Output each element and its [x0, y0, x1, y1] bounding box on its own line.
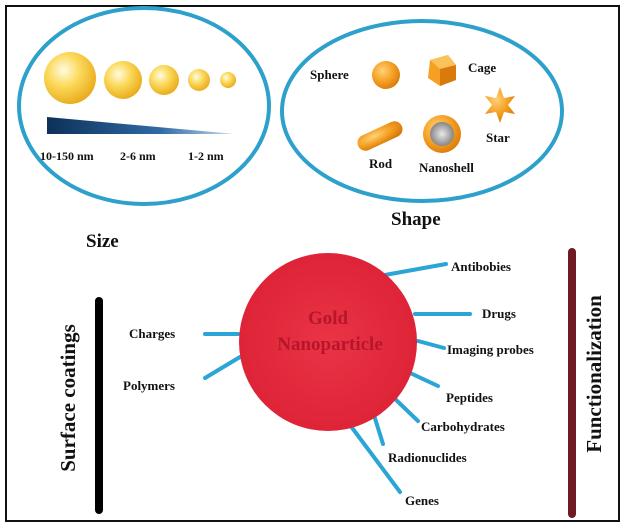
- nanoparticle-circle: [239, 253, 417, 431]
- shape-label-sphere: Sphere: [310, 67, 349, 82]
- shape-label-nanoshell: Nanoshell: [419, 160, 474, 175]
- coating-item-charges: Charges: [129, 326, 175, 341]
- functionalization-title: Functionalization: [582, 295, 606, 453]
- size-label-2: 2-6 nm: [120, 149, 156, 163]
- connector-carbohydrates: [391, 395, 420, 423]
- surface-coatings-bar: [95, 297, 103, 514]
- cage-icon: [428, 55, 456, 86]
- function-item-drugs: Drugs: [482, 306, 516, 321]
- functionalization-bar: [568, 248, 576, 518]
- functionalization-group: Functionalization Antibobies Drugs Imagi…: [388, 248, 606, 518]
- nanoshell-icon: [423, 115, 461, 153]
- connector-lines: [203, 262, 472, 494]
- shape-ellipse: [280, 19, 564, 203]
- shape-label-cage: Cage: [468, 60, 496, 75]
- size-particle-smallest: [220, 72, 236, 88]
- size-ellipse: [17, 6, 271, 206]
- nanoparticle-label-line1: Gold: [308, 308, 349, 329]
- shape-panel: Sphere Cage Star Rod Nanoshell Shape: [280, 19, 564, 230]
- connector-peptides: [406, 370, 440, 388]
- surface-coatings-title: Surface coatings: [56, 324, 80, 472]
- size-particle-medium: [104, 61, 142, 99]
- shape-title: Shape: [391, 209, 441, 230]
- shape-label-star: Star: [486, 130, 510, 145]
- size-particle-large: [44, 52, 96, 104]
- gold-nanoparticle: Gold Nanoparticle: [239, 253, 417, 431]
- size-particle-smaller: [188, 69, 210, 91]
- connector-imaging-probes: [416, 339, 446, 350]
- connector-genes: [348, 423, 402, 494]
- nanoparticle-label-line2: Nanoparticle: [277, 334, 383, 355]
- shape-label-rod: Rod: [369, 156, 393, 171]
- surface-coatings-group: Surface coatings Charges Polymers: [56, 297, 175, 514]
- function-item-genes: Genes: [405, 493, 439, 508]
- function-item-peptides: Peptides: [446, 390, 493, 405]
- function-item-antibobies: Antibobies: [451, 259, 511, 274]
- size-label-1: 10-150 nm: [40, 149, 94, 163]
- function-item-imaging-probes: Imaging probes: [447, 342, 534, 357]
- size-gradient-wedge: [47, 117, 235, 134]
- coating-item-polymers: Polymers: [123, 378, 175, 393]
- size-particle-small: [149, 65, 179, 95]
- size-panel: 10-150 nm 2-6 nm 1-2 nm Size: [17, 6, 271, 252]
- star-icon: [485, 87, 515, 123]
- function-item-carbohydrates: Carbohydrates: [421, 419, 505, 434]
- outer-frame: [5, 5, 620, 522]
- sphere-icon: [372, 61, 400, 89]
- connector-polymers: [203, 355, 242, 380]
- function-item-radionuclides: Radionuclides: [388, 450, 467, 465]
- size-label-3: 1-2 nm: [188, 149, 224, 163]
- size-title: Size: [86, 231, 119, 252]
- rod-icon: [357, 121, 403, 151]
